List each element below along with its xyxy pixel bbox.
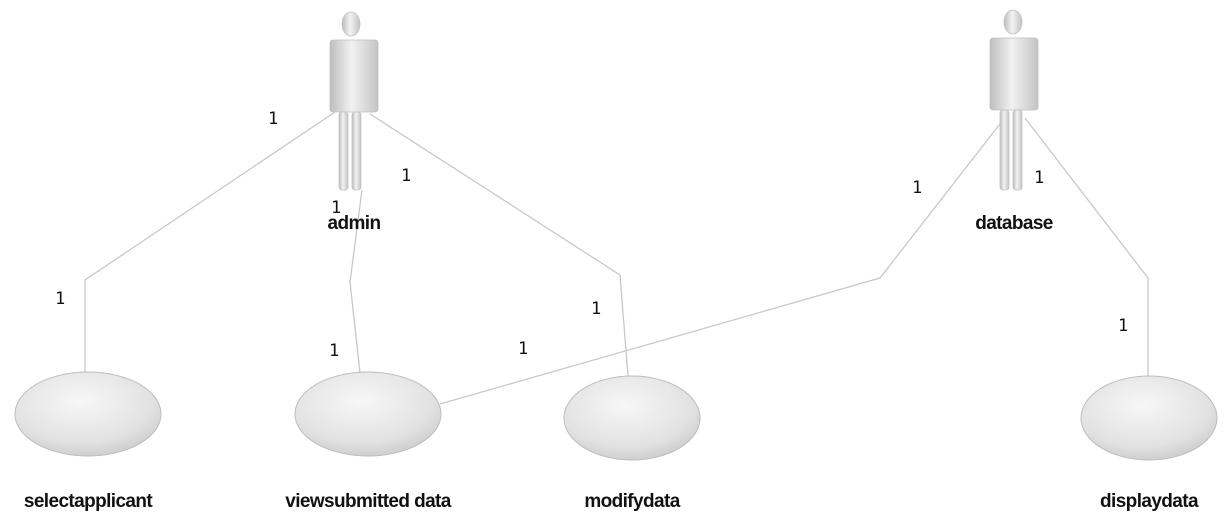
actor-admin[interactable]: admin [328, 11, 381, 234]
multiplicities: 1 1 1 1 1 1 1 1 1 1 [55, 109, 1128, 361]
usecase-modifydata[interactable]: modifydata [563, 375, 701, 512]
usecase-selectapplicant[interactable]: selectapplicant [14, 371, 162, 512]
assoc-admin-viewsubmitted[interactable] [349, 189, 363, 374]
usecase-viewsubmitted[interactable]: viewsubmitted data [285, 371, 452, 512]
actor-label-database: database [975, 213, 1053, 234]
mult-database-displaydata-database-end: 1 [1034, 168, 1044, 188]
usecase-ellipse [14, 371, 162, 457]
actor-database[interactable]: database [975, 9, 1053, 234]
usecase-label-viewsubmitted: viewsubmitted data [285, 491, 452, 512]
actor-figure-icon [989, 9, 1039, 191]
mult-admin-modifydata-usecase-end: 1 [591, 299, 601, 319]
assoc-admin-modifydata[interactable] [369, 113, 629, 377]
usecase-label-selectapplicant: selectapplicant [24, 491, 154, 512]
assoc-database-displaydata[interactable] [1024, 117, 1149, 378]
mult-admin-modifydata-admin-end: 1 [401, 166, 411, 186]
usecase-ellipse [1080, 375, 1218, 461]
mult-database-viewsubmitted-database-end: 1 [912, 178, 922, 198]
mult-admin-selectapplicant-admin-end: 1 [268, 109, 278, 129]
mult-database-displaydata-usecase-end: 1 [1118, 316, 1128, 336]
actor-label-admin: admin [328, 213, 381, 234]
assoc-database-viewsubmitted[interactable] [439, 119, 1004, 405]
usecase-displaydata[interactable]: displaydata [1080, 375, 1218, 512]
usecase-ellipse [563, 375, 701, 461]
mult-admin-viewsubmitted-admin-end: 1 [331, 198, 341, 218]
actor-figure-icon [329, 11, 379, 191]
associations [84, 111, 1149, 405]
assoc-admin-selectapplicant[interactable] [84, 111, 336, 372]
mult-admin-viewsubmitted-usecase-end: 1 [329, 341, 339, 361]
usecase-ellipse [294, 371, 442, 457]
usecase-label-displaydata: displaydata [1100, 491, 1199, 512]
usecase-label-modifydata: modifydata [584, 491, 680, 512]
mult-database-viewsubmitted-usecase-end: 1 [518, 339, 528, 359]
mult-admin-selectapplicant-usecase-end: 1 [55, 289, 65, 309]
